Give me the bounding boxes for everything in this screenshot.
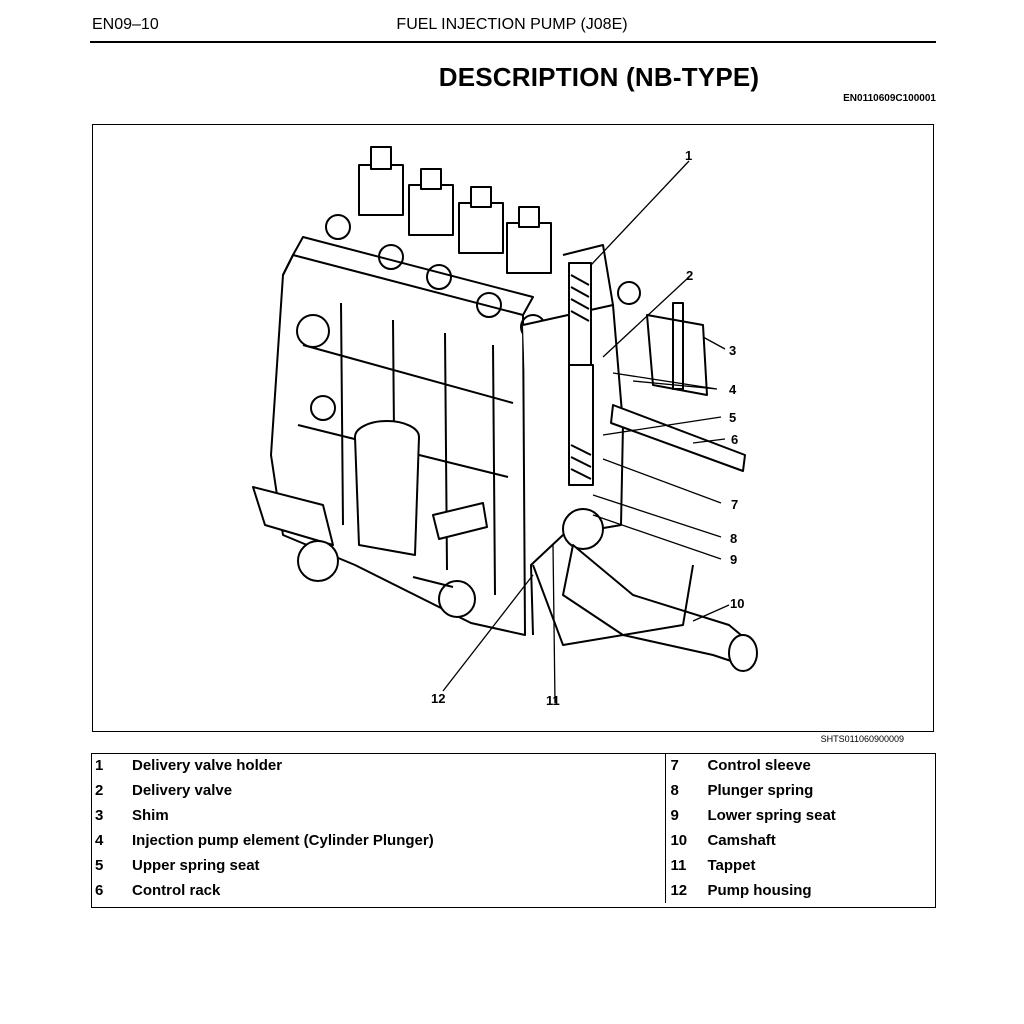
legend-num: 1 <box>95 757 104 774</box>
callout-1: 1 <box>685 148 692 163</box>
legend-row: 5 Upper spring seat 11 Tappet <box>91 853 936 878</box>
header-rule <box>90 41 936 43</box>
legend-num: 3 <box>95 807 104 824</box>
legend-label: Control rack <box>132 882 221 899</box>
legend-label: Control sleeve <box>707 757 811 774</box>
page-code: EN09–10 <box>92 16 159 33</box>
callout-2: 2 <box>686 268 693 283</box>
legend-num: 2 <box>95 782 104 799</box>
legend-num: 6 <box>95 882 104 899</box>
legend-label: Delivery valve holder <box>132 757 283 774</box>
page-title: DESCRIPTION (NB-TYPE) <box>438 62 760 92</box>
legend-row: 6 Control rack 12 Pump housing <box>91 878 936 903</box>
parts-legend: 1 Delivery valve holder 7 Control sleeve… <box>91 753 936 903</box>
legend-label: Pump housing <box>707 882 812 899</box>
callout-6: 6 <box>731 432 738 447</box>
callout-9: 9 <box>730 552 737 567</box>
legend-num: 4 <box>95 832 104 849</box>
legend-label: Lower spring seat <box>707 807 836 824</box>
legend-num: 12 <box>665 878 704 903</box>
legend-label: Camshaft <box>707 832 776 849</box>
callout-12: 12 <box>431 691 445 706</box>
callout-3: 3 <box>729 343 736 358</box>
delivery-valve-holders <box>358 146 552 274</box>
legend-num: 8 <box>665 778 704 803</box>
legend-label: Shim <box>132 807 169 824</box>
legend-label: Tappet <box>707 857 756 874</box>
legend-num: 5 <box>95 857 104 874</box>
pump-illustration: 1 2 3 4 5 6 7 8 9 10 11 12 <box>92 124 934 732</box>
legend-num: 9 <box>665 803 704 828</box>
callout-10: 10 <box>730 596 744 611</box>
section-title: FUEL INJECTION PUMP (J08E) <box>396 16 628 33</box>
callout-labels: 1 2 3 4 5 6 7 8 9 10 11 12 <box>431 148 744 708</box>
document-code: EN0110609C100001 <box>843 93 936 104</box>
legend-label: Upper spring seat <box>132 857 260 874</box>
pump-drawing: 1 2 3 4 5 6 7 8 9 10 11 12 <box>252 146 758 708</box>
legend-label: Delivery valve <box>132 782 233 799</box>
legend-row: 1 Delivery valve holder 7 Control sleeve <box>91 753 936 778</box>
callout-8: 8 <box>730 531 737 546</box>
legend-label: Plunger spring <box>707 782 814 799</box>
legend-num: 10 <box>665 828 704 853</box>
callout-11: 11 <box>546 693 560 708</box>
legend-row: 2 Delivery valve 8 Plunger spring <box>91 778 936 803</box>
legend-label: Injection pump element (Cylinder Plunger… <box>132 832 434 849</box>
callout-7: 7 <box>731 497 738 512</box>
callout-4: 4 <box>729 382 737 397</box>
callout-5: 5 <box>729 410 736 425</box>
legend-num: 7 <box>665 753 704 778</box>
legend-num: 11 <box>665 853 704 878</box>
legend-row: 4 Injection pump element (Cylinder Plung… <box>91 828 936 853</box>
legend-row: 3 Shim 9 Lower spring seat <box>91 803 936 828</box>
figure-code: SHTS011060900009 <box>820 734 904 744</box>
leader-lines <box>442 160 730 704</box>
